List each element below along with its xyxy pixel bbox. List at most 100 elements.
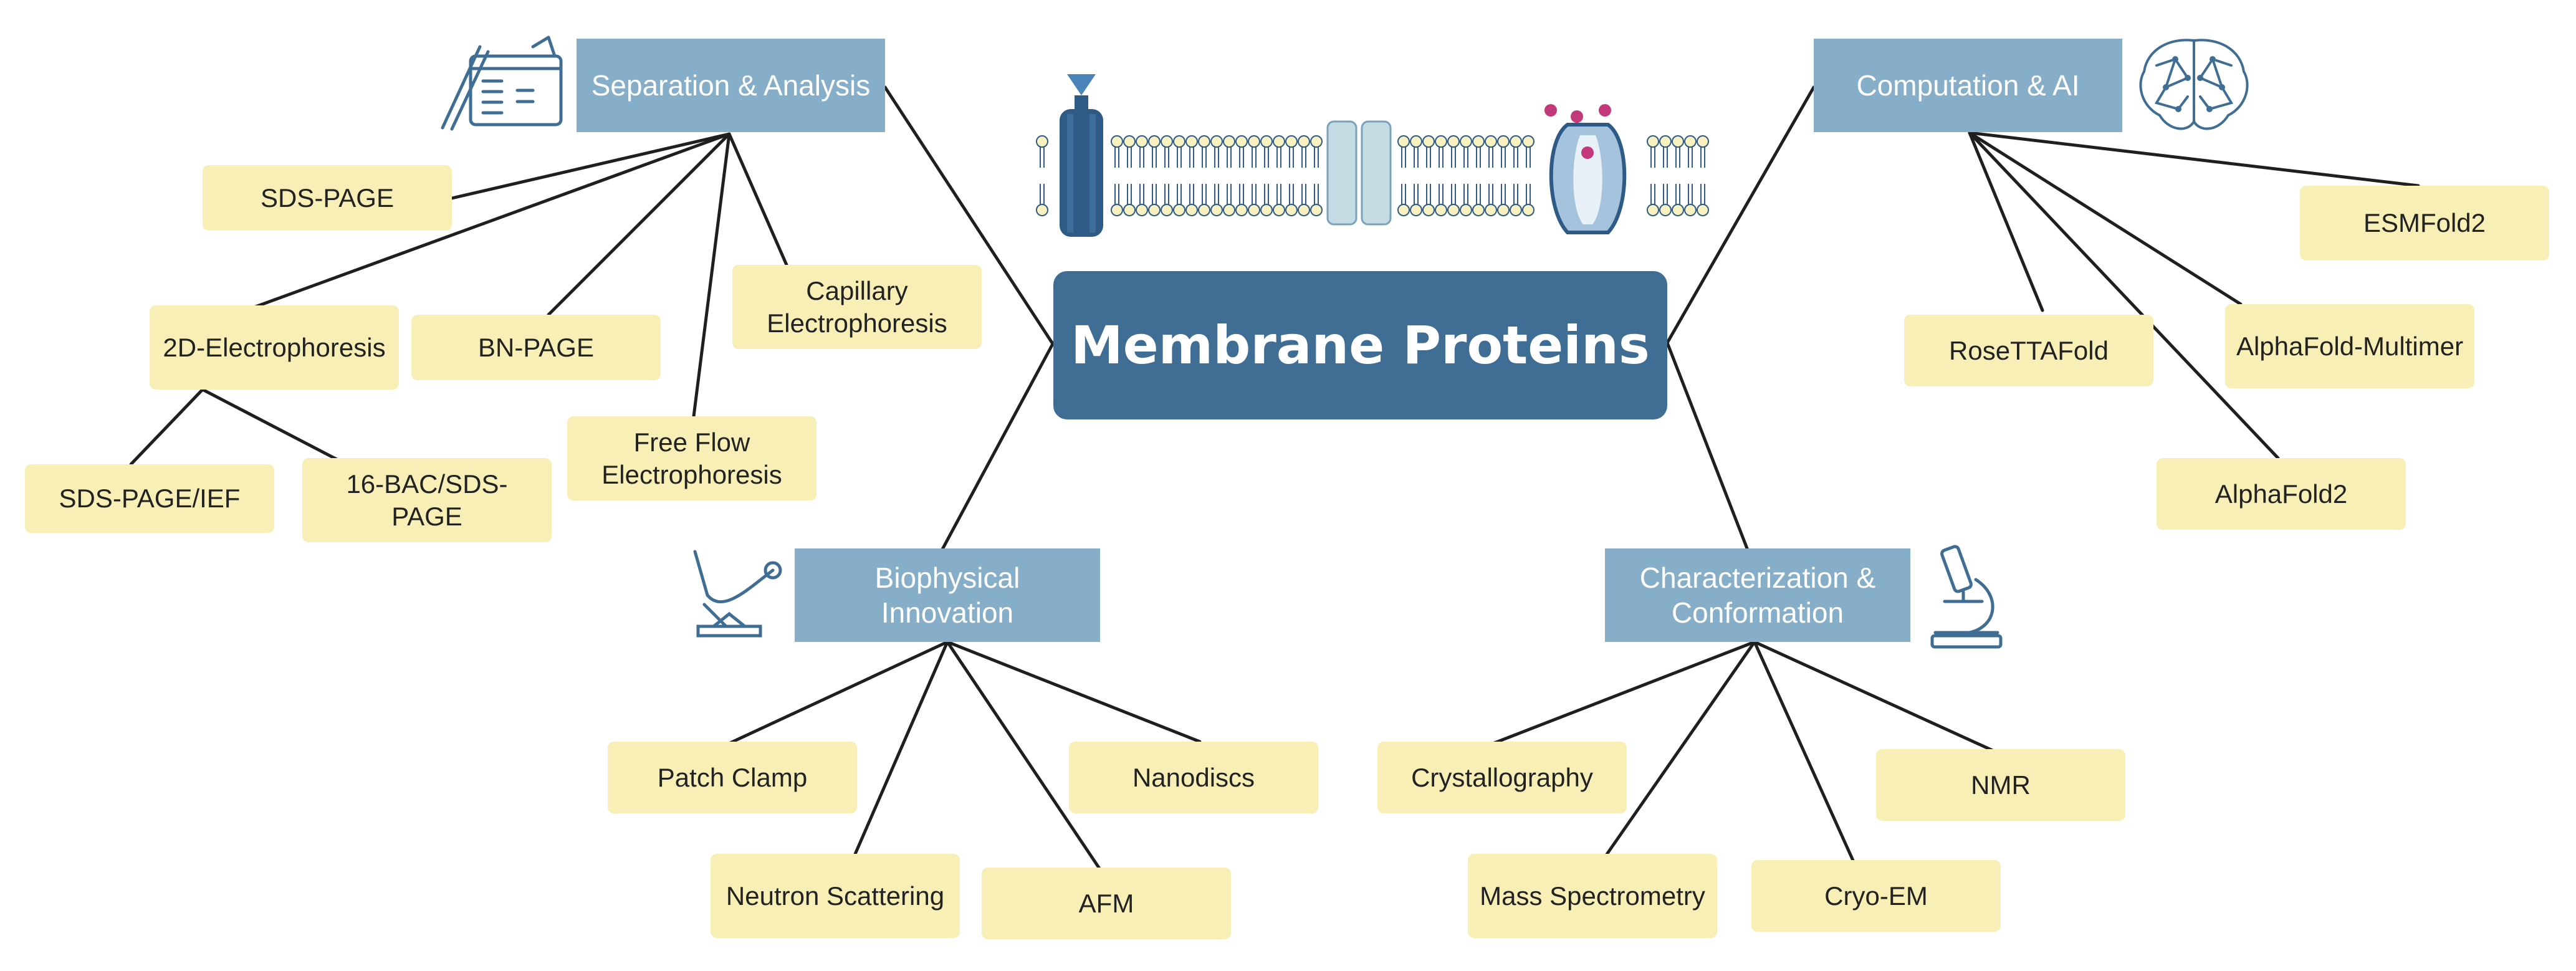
lipid-head: [1522, 204, 1535, 216]
connector-2d-sdsief: [129, 388, 204, 466]
lipid-head: [1036, 204, 1048, 216]
leaf-label: AFM: [1078, 888, 1134, 918]
lipid-bilayer-illustration: [1036, 74, 1709, 237]
leaf-label: NMR: [1971, 770, 2031, 800]
lipid-head: [1435, 135, 1447, 148]
lipid-head: [1647, 135, 1659, 148]
lipid-molecules: [1036, 135, 1709, 216]
connector-bio-nanodiscs: [946, 640, 1202, 744]
lipid-head: [1697, 204, 1709, 216]
lipid-head: [1522, 135, 1535, 148]
lipid-head: [1210, 204, 1223, 216]
leaf-sds-page: SDS-PAGE: [203, 165, 452, 231]
receptor-protein-icon: [1060, 74, 1103, 237]
connector-char-nmr: [1753, 640, 2003, 756]
lipid-head: [1472, 135, 1485, 148]
lipid-head: [1485, 204, 1497, 216]
leaf-alphafold-multimer: AlphaFold-Multimer: [2225, 304, 2474, 388]
connector-comp-esmfold2: [1968, 131, 2420, 188]
leaf-label: Mass Spectrometry: [1480, 881, 1705, 911]
lipid-head: [1435, 204, 1447, 216]
lipid-head: [1447, 204, 1460, 216]
lipid-head: [1273, 204, 1285, 216]
category-separation-analysis: Separation & Analysis: [577, 39, 885, 132]
leaf-label: AlphaFold2: [2214, 479, 2348, 509]
connector-char-massspec: [1603, 640, 1756, 859]
lipid-head: [1697, 135, 1709, 148]
lipid-head: [1422, 204, 1435, 216]
leaf-free-flow-electrophoresis: Free Flow Electrophoresis: [567, 416, 816, 500]
lipid-head: [1235, 204, 1248, 216]
category-characterization-conformation: Characterization & Conformation: [1605, 548, 1910, 642]
lipid-head: [1647, 204, 1659, 216]
connector-bio-neutron: [852, 640, 949, 859]
lipid-head: [1173, 135, 1185, 148]
gel-electrophoresis-icon: [441, 36, 563, 131]
lipid-head: [1310, 204, 1323, 216]
lipid-head: [1036, 135, 1048, 148]
leaf-sds-page-ief: SDS-PAGE/IEF: [25, 464, 274, 533]
lipid-head: [1136, 204, 1148, 216]
ion-channel-icon: [1544, 104, 1627, 234]
connector-center-biophysical: [939, 341, 1055, 553]
connector-sep-sdspage: [450, 132, 731, 200]
category-label: Separation & Analysis: [591, 69, 871, 102]
leaf-label: RoseTTAFold: [1949, 335, 2109, 365]
lipid-head: [1235, 135, 1248, 148]
connector-char-crystallography: [1488, 640, 1756, 747]
leaf-label: BN-PAGE: [478, 332, 594, 362]
lipid-head: [1460, 135, 1472, 148]
lipid-head: [1410, 204, 1422, 216]
lipid-head: [1198, 135, 1210, 148]
category-computation-ai: Computation & AI: [1814, 39, 2122, 132]
lipid-head: [1422, 135, 1435, 148]
leaf-label: 16-BAC/SDS-PAGE: [346, 469, 508, 531]
lipid-head: [1161, 135, 1173, 148]
lipid-head: [1298, 204, 1310, 216]
leaf-label: Nanodiscs: [1132, 762, 1255, 792]
lipid-head: [1198, 204, 1210, 216]
connector-char-cryoem: [1753, 640, 1856, 865]
connector-center-separation: [883, 85, 1054, 345]
lipid-head: [1223, 204, 1235, 216]
lipid-head: [1173, 204, 1185, 216]
lipid-head: [1672, 204, 1684, 216]
lipid-head: [1185, 135, 1198, 148]
leaf-mass-spectrometry: Mass Spectrometry: [1468, 854, 1717, 938]
lipid-head: [1397, 204, 1410, 216]
leaf-label: SDS-PAGE/IEF: [59, 484, 241, 514]
lipid-head: [1111, 204, 1123, 216]
leaf-bn-page: BN-PAGE: [411, 315, 661, 380]
lipid-head: [1285, 204, 1298, 216]
lipid-head: [1248, 135, 1260, 148]
leaf-label: Crystallography: [1411, 762, 1593, 792]
brain-network-icon: [2139, 39, 2249, 130]
lipid-head: [1672, 135, 1684, 148]
lipid-head: [1510, 204, 1522, 216]
lipid-head: [1285, 135, 1298, 148]
category-label: Characterization & Conformation: [1639, 561, 1876, 629]
leaf-nanodiscs: Nanodiscs: [1069, 742, 1318, 813]
lipid-head: [1123, 204, 1136, 216]
connector-bio-patchclamp: [724, 640, 949, 747]
lipid-head: [1447, 135, 1460, 148]
lipid-head: [1485, 135, 1497, 148]
lipid-head: [1684, 204, 1697, 216]
central-topic-node: Membrane Proteins: [1053, 271, 1667, 419]
micropipette-icon: [693, 550, 782, 638]
leaf-16-bac-sds-page: 16-BAC/SDS-PAGE: [302, 458, 552, 542]
microscope-icon: [1930, 545, 2003, 649]
lipid-head: [1460, 204, 1472, 216]
lipid-head: [1210, 135, 1223, 148]
lipid-head: [1497, 204, 1510, 216]
leaf-patch-clamp: Patch Clamp: [608, 742, 857, 813]
leaf-afm: AFM: [982, 868, 1231, 939]
lipid-head: [1148, 135, 1161, 148]
leaf-crystallography: Crystallography: [1377, 742, 1627, 813]
lipid-head: [1111, 135, 1123, 148]
leaf-esmfold2: ESMFold2: [2300, 186, 2549, 261]
leaf-label: 2D-Electrophoresis: [163, 332, 386, 362]
lipid-head: [1273, 135, 1285, 148]
connector-center-characterization: [1665, 341, 1750, 553]
